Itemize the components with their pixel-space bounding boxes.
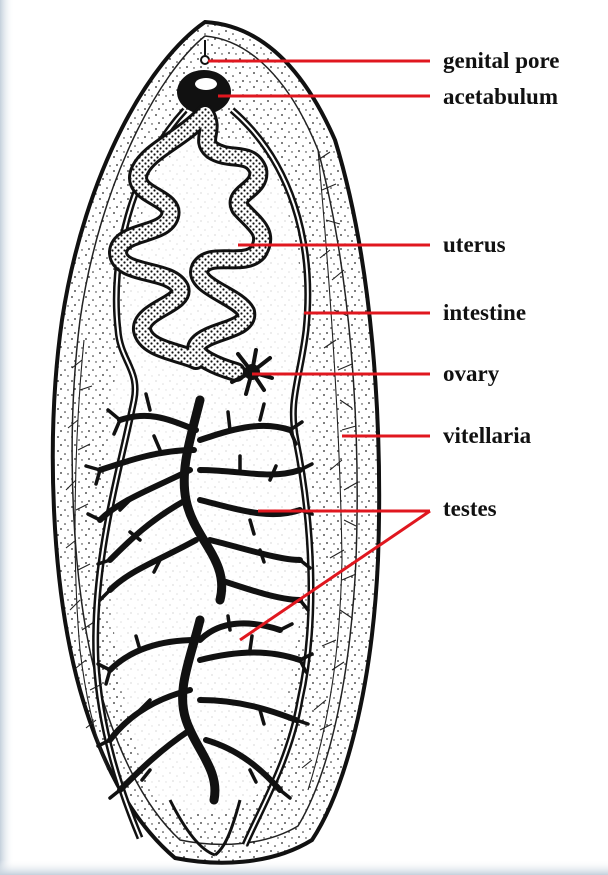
label-vitellaria: vitellaria [443, 423, 532, 448]
label-intestine: intestine [443, 300, 526, 325]
label-genital-pore: genital pore [443, 48, 559, 73]
genital-pore-shape [201, 56, 209, 64]
label-acetabulum: acetabulum [443, 84, 558, 109]
acetabulum-lumen [195, 78, 217, 90]
label-uterus: uterus [443, 232, 506, 257]
label-ovary: ovary [443, 361, 500, 386]
label-testes: testes [443, 496, 497, 521]
